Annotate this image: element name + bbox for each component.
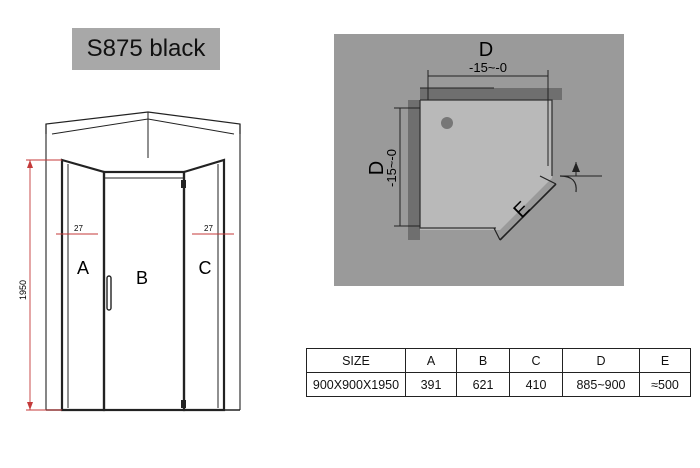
- header-c: C: [509, 348, 563, 373]
- header-b: B: [456, 348, 510, 373]
- header-a: A: [405, 348, 457, 373]
- elevation-view: 1950 27 27 A B C: [18, 111, 241, 412]
- cell-b: 621: [456, 372, 510, 397]
- panel-c-label: C: [199, 258, 212, 278]
- spec-table: SIZE A B C D E 900X900X1950 391 621 410 …: [306, 348, 691, 397]
- cell-a: 391: [405, 372, 457, 397]
- cell-size: 900X900X1950: [306, 372, 406, 397]
- shower-tray: [420, 100, 552, 230]
- panel-a-label: A: [77, 258, 89, 278]
- door-handle: [106, 275, 112, 311]
- side-range-label: -15~-0: [384, 149, 399, 187]
- enclosure-outline: [419, 99, 553, 229]
- door-edge-left: [493, 227, 501, 241]
- plan-view: E D -15~-0 D -15~-0: [334, 34, 624, 286]
- cell-e: ≈500: [639, 372, 691, 397]
- door-diagonal: [499, 183, 557, 241]
- back-wall-shadow: [420, 88, 562, 100]
- ceiling-outline-inner: [51, 118, 235, 135]
- header-size: SIZE: [306, 348, 406, 373]
- right-offset-label: 27: [204, 224, 213, 233]
- panel-b-label: B: [136, 268, 148, 288]
- header-d: D: [562, 348, 640, 373]
- door-edge-right: [539, 175, 557, 185]
- cell-d: 885~900: [562, 372, 640, 397]
- spec-table-data-row: 900X900X1950 391 621 410 885~900 ≈500: [306, 372, 691, 397]
- top-dim-label: D: [479, 39, 493, 61]
- height-arrow-bottom-icon: [27, 402, 33, 410]
- height-arrow-top-icon: [27, 160, 33, 168]
- panel-b-frame: [102, 170, 186, 412]
- model-title-text: S875 black: [86, 35, 206, 62]
- left-offset-label: 27: [74, 224, 83, 233]
- cell-c: 410: [509, 372, 563, 397]
- side-dim-label: D: [366, 161, 388, 175]
- side-wall-shadow: [408, 100, 420, 240]
- top-range-label: -15~-0: [469, 60, 507, 75]
- height-label: 1950: [18, 280, 28, 300]
- drain-icon: [441, 117, 453, 129]
- header-e: E: [639, 348, 691, 373]
- model-title: S875 black: [72, 28, 220, 70]
- spec-table-header-row: SIZE A B C D E: [306, 348, 691, 373]
